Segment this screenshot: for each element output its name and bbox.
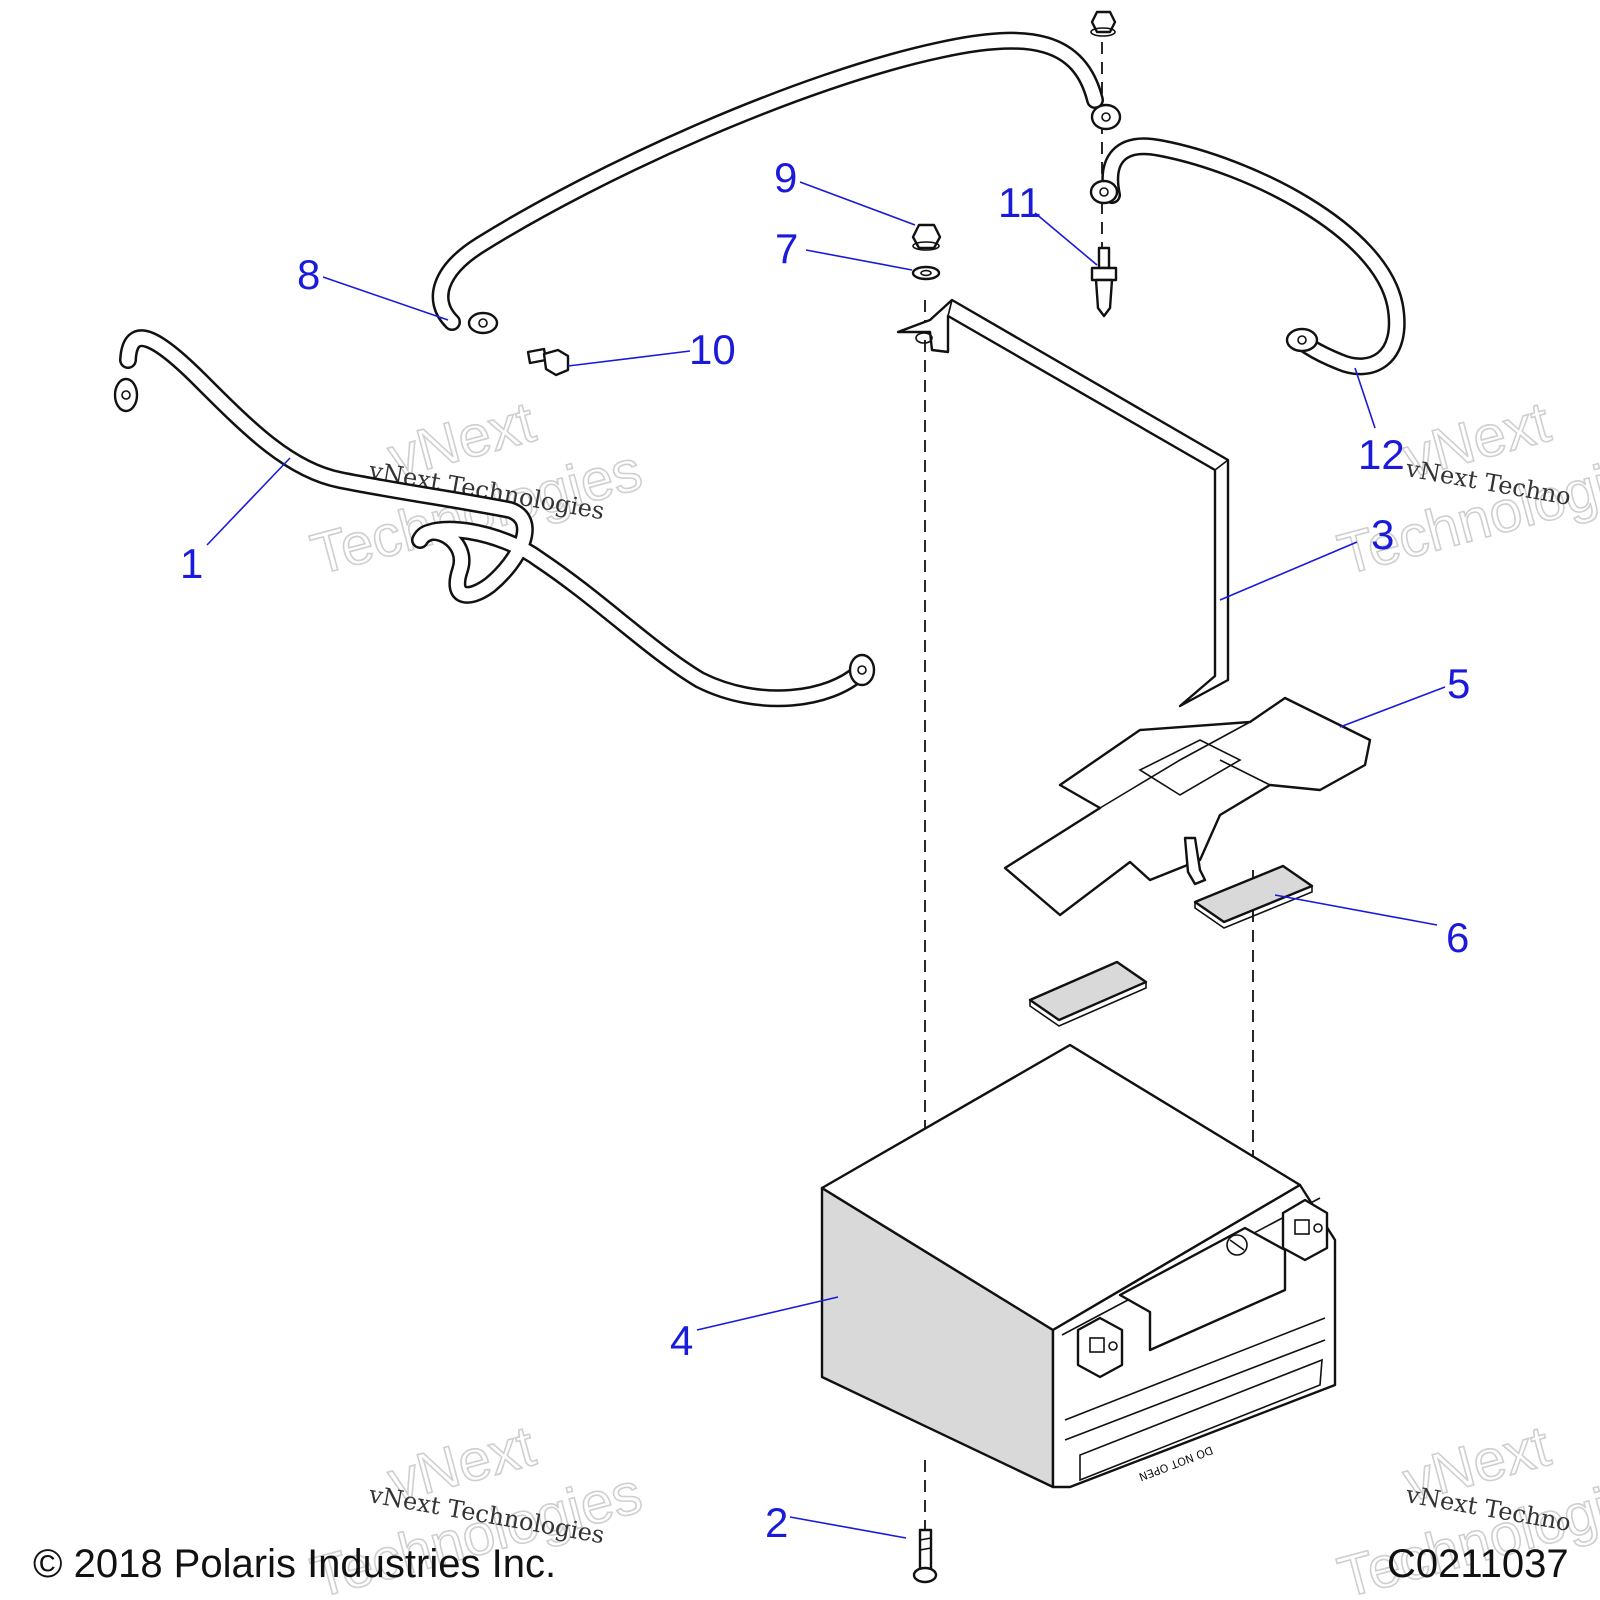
callout-4: 4	[670, 1317, 693, 1364]
washer-7	[911, 265, 941, 281]
callout-9: 9	[774, 154, 797, 201]
callout-11: 11	[998, 179, 1042, 226]
callout-7: 7	[775, 225, 798, 272]
callout-8: 8	[297, 251, 320, 298]
callout-12: 12	[1358, 431, 1405, 478]
callout-1: 1	[180, 540, 203, 587]
callout-10: 10	[689, 326, 736, 373]
pads-6	[1028, 864, 1314, 1027]
callout-6: 6	[1446, 914, 1469, 961]
callout-3: 3	[1371, 511, 1394, 558]
callout-5: 5	[1447, 660, 1470, 707]
cable-8	[431, 31, 1122, 335]
top-nut	[1090, 10, 1117, 37]
battery-4: DO NOT OPEN	[820, 1043, 1337, 1489]
cable-12	[1089, 137, 1406, 376]
nut-9	[911, 223, 942, 251]
bolt-2	[912, 1528, 938, 1584]
leader-lines	[206, 181, 1446, 1539]
stud-11	[1090, 246, 1118, 318]
diagram-code: C0211037	[1387, 1542, 1569, 1586]
copyright-text: © 2018 Polaris Industries Inc.	[33, 1542, 556, 1586]
strap-3	[896, 298, 1230, 708]
cable-1	[113, 329, 876, 708]
bolt-10	[526, 347, 570, 377]
callout-labels: 1 2 3 4 5 6 7 8 9 10 11 12	[180, 154, 1470, 1546]
callout-2: 2	[765, 1499, 788, 1546]
pad-5	[1003, 696, 1372, 917]
